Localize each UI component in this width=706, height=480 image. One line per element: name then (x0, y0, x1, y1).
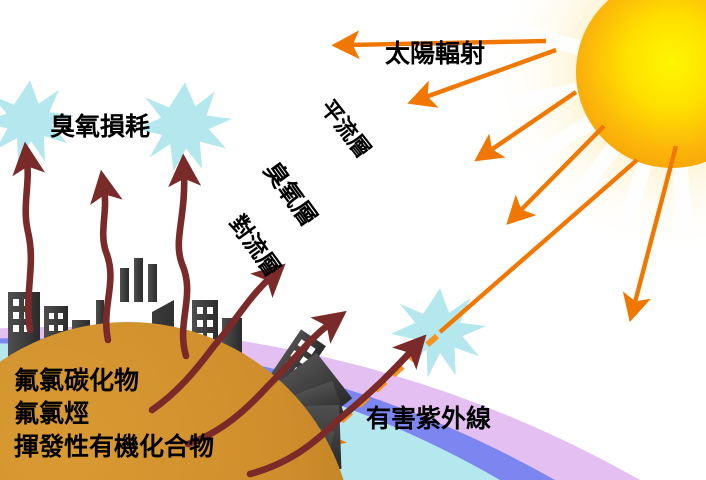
solar-ray-arrow-5 (622, 145, 679, 323)
label-ozone-depletion: 臭氧損耗 (50, 112, 151, 141)
emission-arrows (12, 141, 427, 478)
label-emission-voc: 揮發性有機化合物 (14, 432, 215, 461)
ozone-hole-burst-mid (135, 82, 232, 172)
emission-wavy-arrow-1 (12, 141, 46, 334)
label-harmful-uv: 有害紫外線 (366, 404, 492, 433)
label-solar-radiation: 太陽輻射 (385, 39, 486, 68)
solar-radiation-arrows (331, 30, 679, 334)
label-emission-cfc: 氟氯碳化物 (14, 366, 140, 395)
sun-icon (464, 0, 706, 283)
solar-ray-arrow-3 (474, 90, 578, 162)
emission-wavy-arrow-6 (246, 334, 427, 478)
solar-ray-line-6 (438, 158, 639, 334)
emission-wavy-arrow-4 (148, 263, 286, 414)
solar-ray-arrow-1 (331, 30, 547, 60)
earth-and-city (0, 258, 353, 480)
emission-wavy-arrow-3 (168, 153, 202, 360)
earth-icon (0, 322, 344, 480)
emission-wavy-arrow-2 (90, 169, 123, 344)
label-emission-hcfc: 氟氯烴 (14, 399, 90, 428)
solar-ray-arrow-4 (506, 124, 606, 225)
emission-wavy-arrow-5 (184, 310, 347, 448)
solar-ray-arrow-2 (407, 47, 557, 108)
